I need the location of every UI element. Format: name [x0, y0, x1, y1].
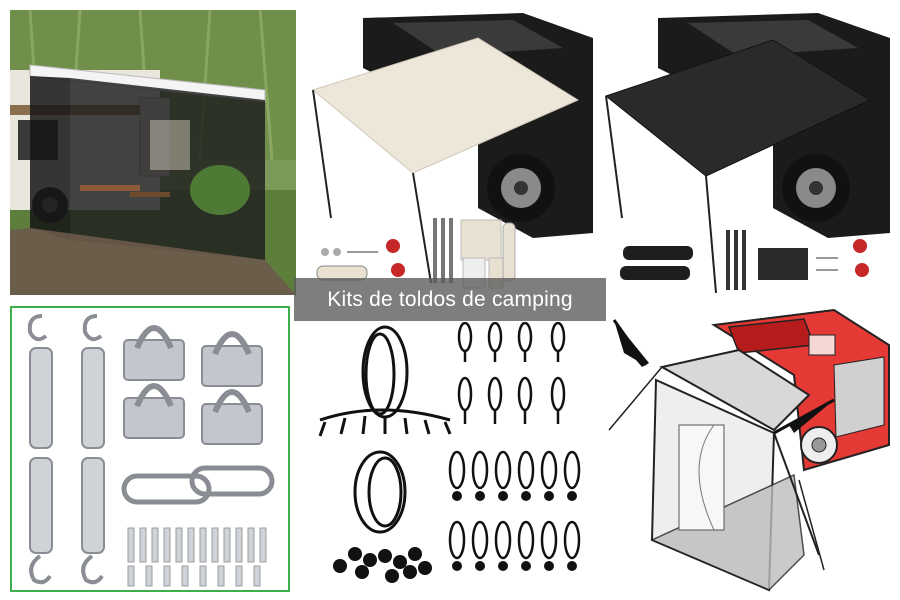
caption-banner: Kits de toldos de camping [294, 278, 606, 321]
vehicle-awning-diagram [604, 305, 892, 595]
caption-text: Kits de toldos de camping [327, 288, 573, 311]
black-car-awning-kit [598, 8, 890, 298]
stainless-hardware-kit [12, 308, 288, 590]
bungee-cords-kit [300, 322, 600, 594]
rv-awning-screen-photo [10, 10, 296, 295]
hardware-kit-frame [10, 306, 290, 592]
beige-car-awning-kit [303, 8, 593, 298]
